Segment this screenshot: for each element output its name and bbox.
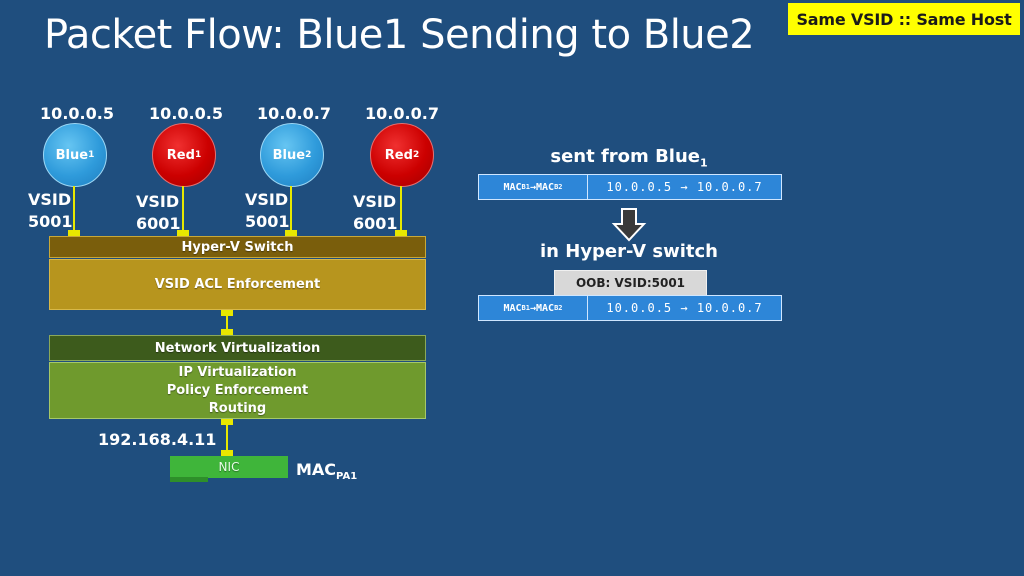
mac-a-sub: B1 [521, 304, 530, 312]
sent-label-text: sent from Blue [550, 146, 700, 167]
nv-line: Policy Enforcement [166, 382, 309, 398]
vm-link-red2 [400, 186, 402, 232]
arrow-icon: → [529, 302, 537, 314]
port-connector [395, 230, 407, 236]
mac-subscript: PA1 [336, 471, 358, 483]
vm-name: Red [166, 147, 195, 163]
down-arrow-icon [611, 208, 647, 242]
vm-name: Blue [272, 147, 306, 163]
port-connector [221, 450, 233, 456]
mac-a-sub: B1 [521, 183, 530, 191]
vsid-acl-enforcement: VSID ACL Enforcement [49, 259, 426, 310]
vsid-label-blue2: VSID 5001 [245, 189, 290, 233]
in-switch-label: in Hyper-V switch [540, 241, 718, 262]
scenario-badge: Same VSID :: Same Host [788, 3, 1020, 35]
packet-addresses: 10.0.0.5 → 10.0.0.7 [606, 301, 763, 315]
vm-subscript: 1 [194, 150, 202, 160]
nic-mac-label: MACPA1 [296, 460, 357, 482]
arrow-icon: → [529, 181, 537, 193]
vsid-value: 5001 [245, 212, 290, 231]
sent-from-label: sent from Blue1 [478, 146, 780, 170]
vm-ip-red2: 10.0.0.7 [365, 104, 439, 123]
port-connector [177, 230, 189, 236]
mac-a: MAC [503, 181, 522, 193]
vm-ip-blue1: 10.0.0.5 [40, 104, 114, 123]
vm-link-blue1 [73, 186, 75, 232]
port-connector [68, 230, 80, 236]
packet-addresses: 10.0.0.5 → 10.0.0.7 [606, 180, 763, 194]
vm-ip-red1: 10.0.0.5 [149, 104, 223, 123]
vsid-label-red2: VSID 6001 [353, 191, 398, 235]
port-connector [285, 230, 297, 236]
vm-subscript: 1 [88, 150, 95, 160]
oob-vsid-tag: OOB: VSID:5001 [554, 270, 707, 296]
sent-label-subscript: 1 [699, 156, 708, 170]
network-virtualization-body: IP Virtualization Policy Enforcement Rou… [49, 362, 426, 419]
nv-line: IP Virtualization [178, 364, 297, 380]
page-title: Packet Flow: Blue1 Sending to Blue2 [44, 12, 755, 58]
vsid-value: 6001 [136, 214, 181, 233]
vm-link-red1 [182, 186, 184, 232]
mac-b-sub: B2 [554, 304, 563, 312]
vsid-caption: VSID [28, 190, 72, 209]
switch-link [226, 312, 228, 336]
vm-ip-blue2: 10.0.0.7 [257, 104, 331, 123]
network-virtualization-header: Network Virtualization [49, 335, 426, 361]
vm-subscript: 2 [412, 150, 420, 160]
vsid-value: 6001 [353, 214, 398, 233]
mac-b: MAC [536, 302, 555, 314]
vm-link-blue2 [290, 186, 292, 232]
vsid-value: 5001 [28, 212, 73, 231]
vm-name: Red [384, 147, 413, 163]
port-connector [221, 329, 233, 335]
vsid-caption: VSID [353, 192, 397, 211]
host-ip: 192.168.4.11 [98, 430, 217, 449]
vsid-label-red1: VSID 6001 [136, 191, 181, 235]
nic-bar-accent [170, 477, 208, 482]
vm-name: Blue [55, 147, 89, 163]
vsid-caption: VSID [136, 192, 180, 211]
nic-adapter: NIC [170, 456, 288, 478]
mac-b: MAC [536, 181, 555, 193]
mac-text: MAC [296, 460, 337, 479]
nv-line: Routing [208, 400, 267, 416]
mac-a: MAC [503, 302, 522, 314]
hyperv-switch-header: Hyper-V Switch [49, 236, 426, 258]
mac-b-sub: B2 [554, 183, 563, 191]
nic-link [226, 421, 228, 457]
vm-subscript: 2 [305, 150, 312, 160]
vsid-caption: VSID [245, 190, 289, 209]
vsid-label-blue1: VSID 5001 [28, 189, 73, 233]
